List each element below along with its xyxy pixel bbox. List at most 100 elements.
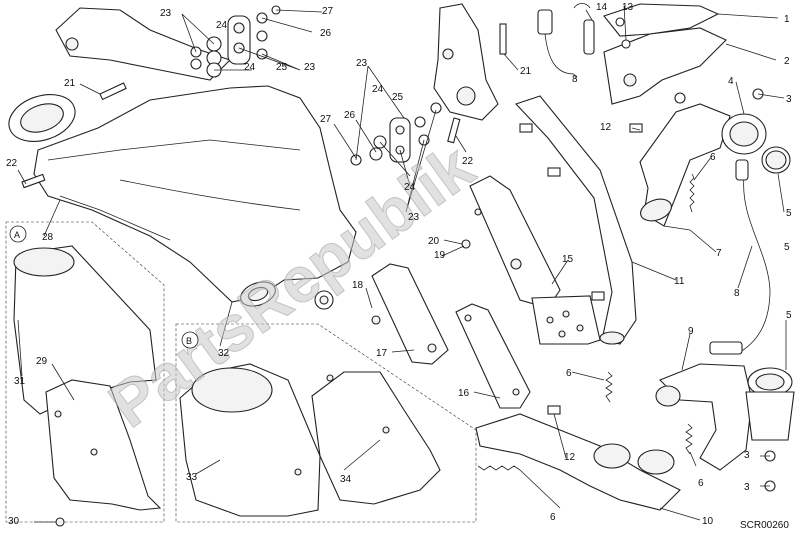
frame-bracket xyxy=(55,7,232,81)
callout-18: 18 xyxy=(352,280,364,291)
callout-20: 20 xyxy=(428,236,440,247)
heat-shield-20 xyxy=(469,175,561,309)
callout-22: 22 xyxy=(6,158,18,169)
callout-25: 25 xyxy=(276,62,288,73)
callout-14: 14 xyxy=(596,2,608,13)
front-header-pipe-7 xyxy=(639,103,731,227)
callout-21: 21 xyxy=(64,78,76,89)
callout-6-bottom: 6 xyxy=(550,512,556,523)
callout-3: 3 xyxy=(786,94,792,105)
collector-10 xyxy=(475,413,681,511)
callout-23-low: 23 xyxy=(408,212,420,223)
callout-6: 6 xyxy=(710,152,716,163)
bolt-21-right xyxy=(499,23,507,55)
callout-23-top-right: 23 xyxy=(304,62,316,73)
callout-23: 23 xyxy=(160,8,172,19)
drawing-code: SCR00260 xyxy=(740,520,789,531)
callout-24: 24 xyxy=(216,20,228,31)
callout-31: 31 xyxy=(14,376,26,387)
exhaust-flange-5-lower xyxy=(745,367,795,441)
callout-24-low: 24 xyxy=(404,182,416,193)
bracket-plate-15 xyxy=(531,295,601,345)
heat-guard-16 xyxy=(455,303,531,409)
variant-a-marker: A xyxy=(9,225,27,243)
gasket-5-upper xyxy=(761,146,791,174)
spring-6-bottom xyxy=(477,465,521,471)
footpeg-hanger xyxy=(433,3,499,121)
callout-26: 26 xyxy=(320,28,332,39)
leader-lines xyxy=(17,5,787,523)
inlet-collar xyxy=(8,94,76,142)
lambda-sensor-lower xyxy=(709,159,771,355)
callout-13: 13 xyxy=(622,2,634,13)
washer-stack-middle xyxy=(350,102,442,166)
callout-29: 29 xyxy=(36,356,48,367)
bolt-21-left xyxy=(99,82,127,101)
callout-6-mid: 6 xyxy=(566,368,572,379)
clips-12 xyxy=(519,123,643,415)
end-cap-29 xyxy=(45,379,162,511)
callout-24-top: 24 xyxy=(244,62,256,73)
callout-33: 33 xyxy=(186,472,198,483)
callout-3-lower-a: 3 xyxy=(744,450,750,461)
callout-9: 9 xyxy=(688,326,694,337)
callout-25-mid: 25 xyxy=(392,92,404,103)
callout-7: 7 xyxy=(716,248,722,259)
end-cap-33 xyxy=(179,363,321,517)
spring-6-upper xyxy=(689,173,695,213)
callout-5: 5 xyxy=(786,208,792,219)
callout-10: 10 xyxy=(702,516,714,527)
callout-23-mid: 23 xyxy=(356,58,368,69)
washer-stack-upper xyxy=(190,5,281,78)
callout-11: 11 xyxy=(674,276,685,287)
callout-19: 19 xyxy=(434,250,446,261)
callout-21-right: 21 xyxy=(520,66,532,77)
callout-30: 30 xyxy=(8,516,20,527)
spring-6-mid xyxy=(605,371,613,403)
bushing-center xyxy=(314,290,334,310)
callout-17: 17 xyxy=(376,348,388,359)
heat-cover-1 xyxy=(603,3,720,37)
callout-8-lower: 8 xyxy=(734,288,740,299)
screw-30 xyxy=(55,517,65,527)
callout-34: 34 xyxy=(340,474,352,485)
end-cap-34 xyxy=(311,371,441,505)
callout-12: 12 xyxy=(600,122,612,133)
heat-cover-2 xyxy=(603,27,727,105)
callout-22-right: 22 xyxy=(462,156,474,167)
callout-5-mid: 5 xyxy=(784,242,790,253)
svg-text:A: A xyxy=(14,230,20,240)
bolt-22-right xyxy=(447,117,461,144)
bolt-22-left xyxy=(21,173,46,189)
silencer-body xyxy=(33,85,357,303)
callout-4: 4 xyxy=(728,76,734,87)
callout-3-lower-b: 3 xyxy=(744,482,750,493)
silencer-outlet xyxy=(240,281,276,307)
callout-16: 16 xyxy=(458,388,470,399)
callout-2: 2 xyxy=(784,56,790,67)
grommet-18 xyxy=(371,315,381,325)
callout-15: 15 xyxy=(562,254,574,265)
callout-5-low: 5 xyxy=(786,310,792,321)
end-cap-31 xyxy=(13,245,157,415)
variant-b-box xyxy=(175,323,477,523)
heat-guard-17 xyxy=(371,263,449,365)
callout-26-mid: 26 xyxy=(344,110,356,121)
callout-24-mid: 24 xyxy=(372,84,384,95)
variant-b-marker: B xyxy=(181,331,199,349)
callout-labels: 1 2 3 4 5 6 7 8 9 10 11 12 13 14 15 16 1… xyxy=(6,2,792,527)
spring-6-low xyxy=(685,423,693,455)
callout-8: 8 xyxy=(572,74,578,85)
lower-header-pipe-9 xyxy=(655,363,753,471)
lambda-sensor-upper xyxy=(537,3,595,75)
callout-6-low: 6 xyxy=(698,478,704,489)
callout-12-lower: 12 xyxy=(564,452,576,463)
callout-1: 1 xyxy=(784,14,790,25)
callout-32: 32 xyxy=(218,348,230,359)
pipe-flange-4 xyxy=(721,113,767,155)
callout-28: 28 xyxy=(42,232,54,243)
svg-text:B: B xyxy=(186,336,192,346)
callout-27: 27 xyxy=(322,6,334,17)
variant-a-box xyxy=(5,221,165,523)
